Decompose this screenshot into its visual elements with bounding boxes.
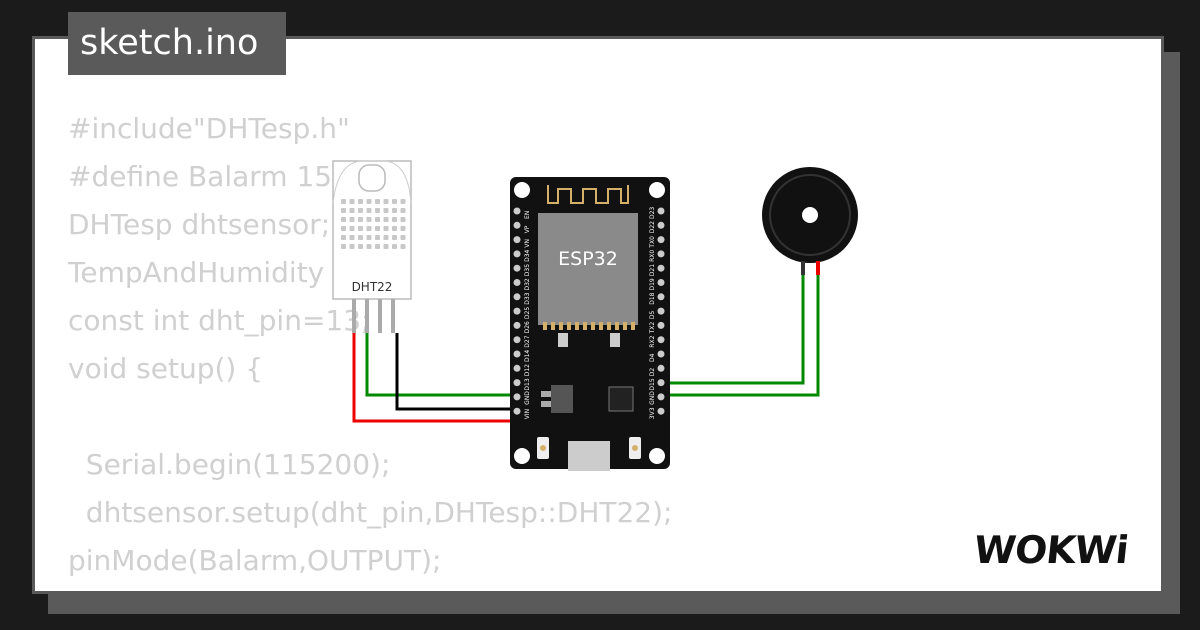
pin-label: GND: [524, 391, 531, 405]
pin-rx0[interactable]: [657, 250, 665, 258]
pin-tx0[interactable]: [657, 236, 665, 244]
pin-d12[interactable]: [513, 364, 521, 372]
code-line: const int dht_pin=13;: [68, 304, 371, 337]
pin-label: D27: [524, 335, 531, 347]
pin-label: VN: [524, 239, 531, 248]
pin-d27[interactable]: [513, 336, 521, 344]
code-line: Serial.begin(115200);: [68, 448, 391, 481]
pin-label: D18: [649, 292, 656, 304]
pin-d19[interactable]: [657, 279, 665, 286]
pin-d13[interactable]: [513, 379, 521, 387]
pin-d33[interactable]: [513, 293, 521, 301]
pin-d4[interactable]: [657, 350, 665, 358]
pin-label: D35: [524, 264, 531, 276]
pin-label: D23: [649, 207, 656, 219]
wire-green-dht-data: [365, 333, 517, 397]
pin-rx2[interactable]: [657, 336, 665, 344]
voltage-regulator: [551, 385, 573, 413]
pin-label: D5: [649, 310, 656, 319]
pin-label: D26: [524, 321, 531, 333]
pin-label: D34: [524, 249, 531, 261]
pin-label: TX2: [649, 322, 656, 335]
preview-card[interactable]: #include"DHTesp.h" #define Balarm 15 DHT…: [32, 36, 1164, 594]
usb-port: [568, 441, 610, 471]
pin-gnd[interactable]: [513, 393, 521, 401]
pin-d15[interactable]: [657, 379, 665, 387]
wire-black-dht-gnd: [395, 333, 517, 411]
pin-vn[interactable]: [513, 236, 521, 244]
pin-label: D15: [649, 378, 656, 390]
pin-label: TX0: [649, 236, 656, 249]
pin-label: GND: [649, 391, 656, 405]
pin-label: D25: [524, 307, 531, 319]
circuit-diagram: DHT22 ESP32: [332, 160, 858, 471]
esp32-label: ESP32: [558, 248, 618, 270]
pin-label: D32: [524, 278, 531, 290]
pin-d35[interactable]: [513, 264, 521, 272]
code-line: pinMode(Balarm,OUTPUT);: [68, 544, 442, 577]
pin-label: EN: [524, 211, 531, 219]
pin-d32[interactable]: [513, 279, 521, 286]
pin-label: RX0: [649, 250, 656, 262]
usb-chip: [608, 386, 634, 412]
pin-label: D21: [649, 264, 656, 276]
esp32-board[interactable]: ESP32 ENVPVND34D35D32D33D25D26D27D14D12D…: [510, 177, 670, 471]
code-line: void setup() {: [68, 352, 264, 385]
pin-d22[interactable]: [657, 221, 665, 229]
code-line: #define Balarm 15: [68, 160, 333, 193]
pin-d5[interactable]: [657, 307, 665, 315]
pin-gnd[interactable]: [657, 393, 665, 401]
pin-label: VP: [524, 225, 531, 233]
pin-d34[interactable]: [513, 250, 521, 258]
pin-label: D14: [524, 350, 531, 362]
file-tab[interactable]: sketch.ino: [68, 12, 286, 75]
pin-label: D12: [524, 364, 531, 376]
pin-d25[interactable]: [513, 307, 521, 315]
pin-vp[interactable]: [513, 221, 521, 229]
pin-en[interactable]: [513, 207, 521, 215]
pin-label: 3V3: [649, 407, 656, 419]
pin-3v3[interactable]: [657, 407, 665, 415]
dht22-label: DHT22: [352, 280, 393, 294]
wire-green-buzzer-2: [661, 273, 820, 397]
pin-label: D22: [649, 221, 656, 233]
code-line: DHTesp dhtsensor;: [68, 208, 331, 241]
pin-label: D13: [524, 378, 531, 390]
pin-label: D2: [649, 368, 656, 377]
pin-label: D19: [649, 278, 656, 290]
code-line: dhtsensor.setup(dht_pin,DHTesp::DHT22);: [68, 496, 673, 529]
pin-d2[interactable]: [657, 364, 665, 372]
code-preview: #include"DHTesp.h" #define Balarm 15 DHT…: [68, 105, 673, 594]
code-line: #include"DHTesp.h": [68, 112, 350, 145]
wokwi-logo[interactable]: WOKWi: [975, 523, 1145, 575]
dht22-sensor[interactable]: DHT22: [332, 160, 412, 333]
esp32-left-pin-header: [513, 207, 521, 415]
pin-label: VIN: [524, 409, 531, 419]
pin-d23[interactable]: [657, 207, 665, 215]
pin-d26[interactable]: [513, 321, 521, 329]
pin-label: D33: [524, 292, 531, 304]
pin-vin[interactable]: [513, 407, 521, 415]
esp32-right-pin-header: [657, 207, 665, 415]
code-line: }: [68, 592, 86, 594]
wire-green-buzzer-1: [661, 273, 805, 385]
pin-d21[interactable]: [657, 264, 665, 272]
pin-label: RX2: [649, 335, 656, 347]
pin-d14[interactable]: [513, 350, 521, 358]
wokwi-logo-text: WOKWi: [975, 528, 1130, 572]
pin-d18[interactable]: [657, 293, 665, 301]
pin-tx2[interactable]: [657, 321, 665, 329]
buzzer-icon[interactable]: [762, 167, 858, 275]
pin-label: D4: [649, 353, 656, 362]
